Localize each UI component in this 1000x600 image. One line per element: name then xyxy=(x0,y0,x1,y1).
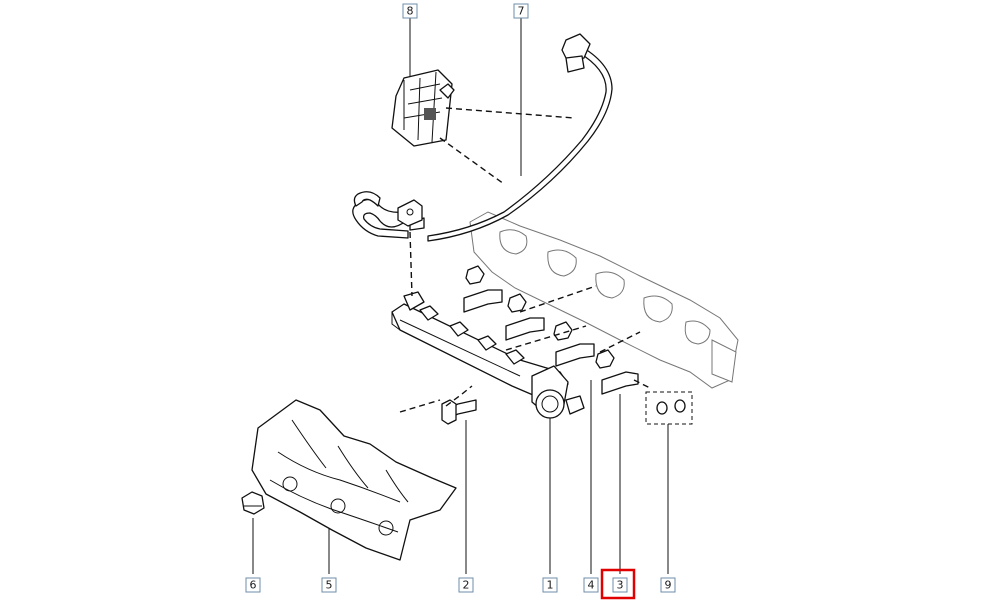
fuel-rail-1 xyxy=(391,291,585,419)
engine-cover-5 xyxy=(251,399,457,561)
bolt-2 xyxy=(441,399,477,425)
callout-8[interactable]: 8 xyxy=(402,3,418,19)
seals-9 xyxy=(645,391,693,425)
callout-8-label: 8 xyxy=(407,5,414,18)
leader-lines xyxy=(252,18,669,574)
callout-9[interactable]: 9 xyxy=(660,577,676,593)
injectors-3 xyxy=(463,289,639,395)
selected-callout-highlight xyxy=(600,568,636,600)
fuel-pipe-7 xyxy=(352,33,613,242)
assembly-dashed-lines xyxy=(399,107,651,413)
callout-4-label: 4 xyxy=(588,579,595,592)
callout-2-label: 2 xyxy=(463,579,470,592)
callout-7[interactable]: 7 xyxy=(513,3,529,19)
callout-4[interactable]: 4 xyxy=(583,577,599,593)
callout-2[interactable]: 2 xyxy=(458,577,474,593)
callout-7-label: 7 xyxy=(518,5,525,18)
callout-1[interactable]: 1 xyxy=(542,577,558,593)
injector-clips-4 xyxy=(465,265,615,369)
callout-1-label: 1 xyxy=(547,579,554,592)
callout-5[interactable]: 5 xyxy=(321,577,337,593)
intake-manifold-ghost xyxy=(469,211,739,389)
callout-3[interactable]: 3 xyxy=(600,568,636,600)
clip-bracket-8 xyxy=(391,69,455,147)
nut-6 xyxy=(241,491,265,515)
callout-6-label: 6 xyxy=(250,579,257,592)
callout-5-label: 5 xyxy=(326,579,333,592)
callout-3-label: 3 xyxy=(617,579,624,592)
callout-6[interactable]: 6 xyxy=(245,577,261,593)
callout-9-label: 9 xyxy=(665,579,672,592)
